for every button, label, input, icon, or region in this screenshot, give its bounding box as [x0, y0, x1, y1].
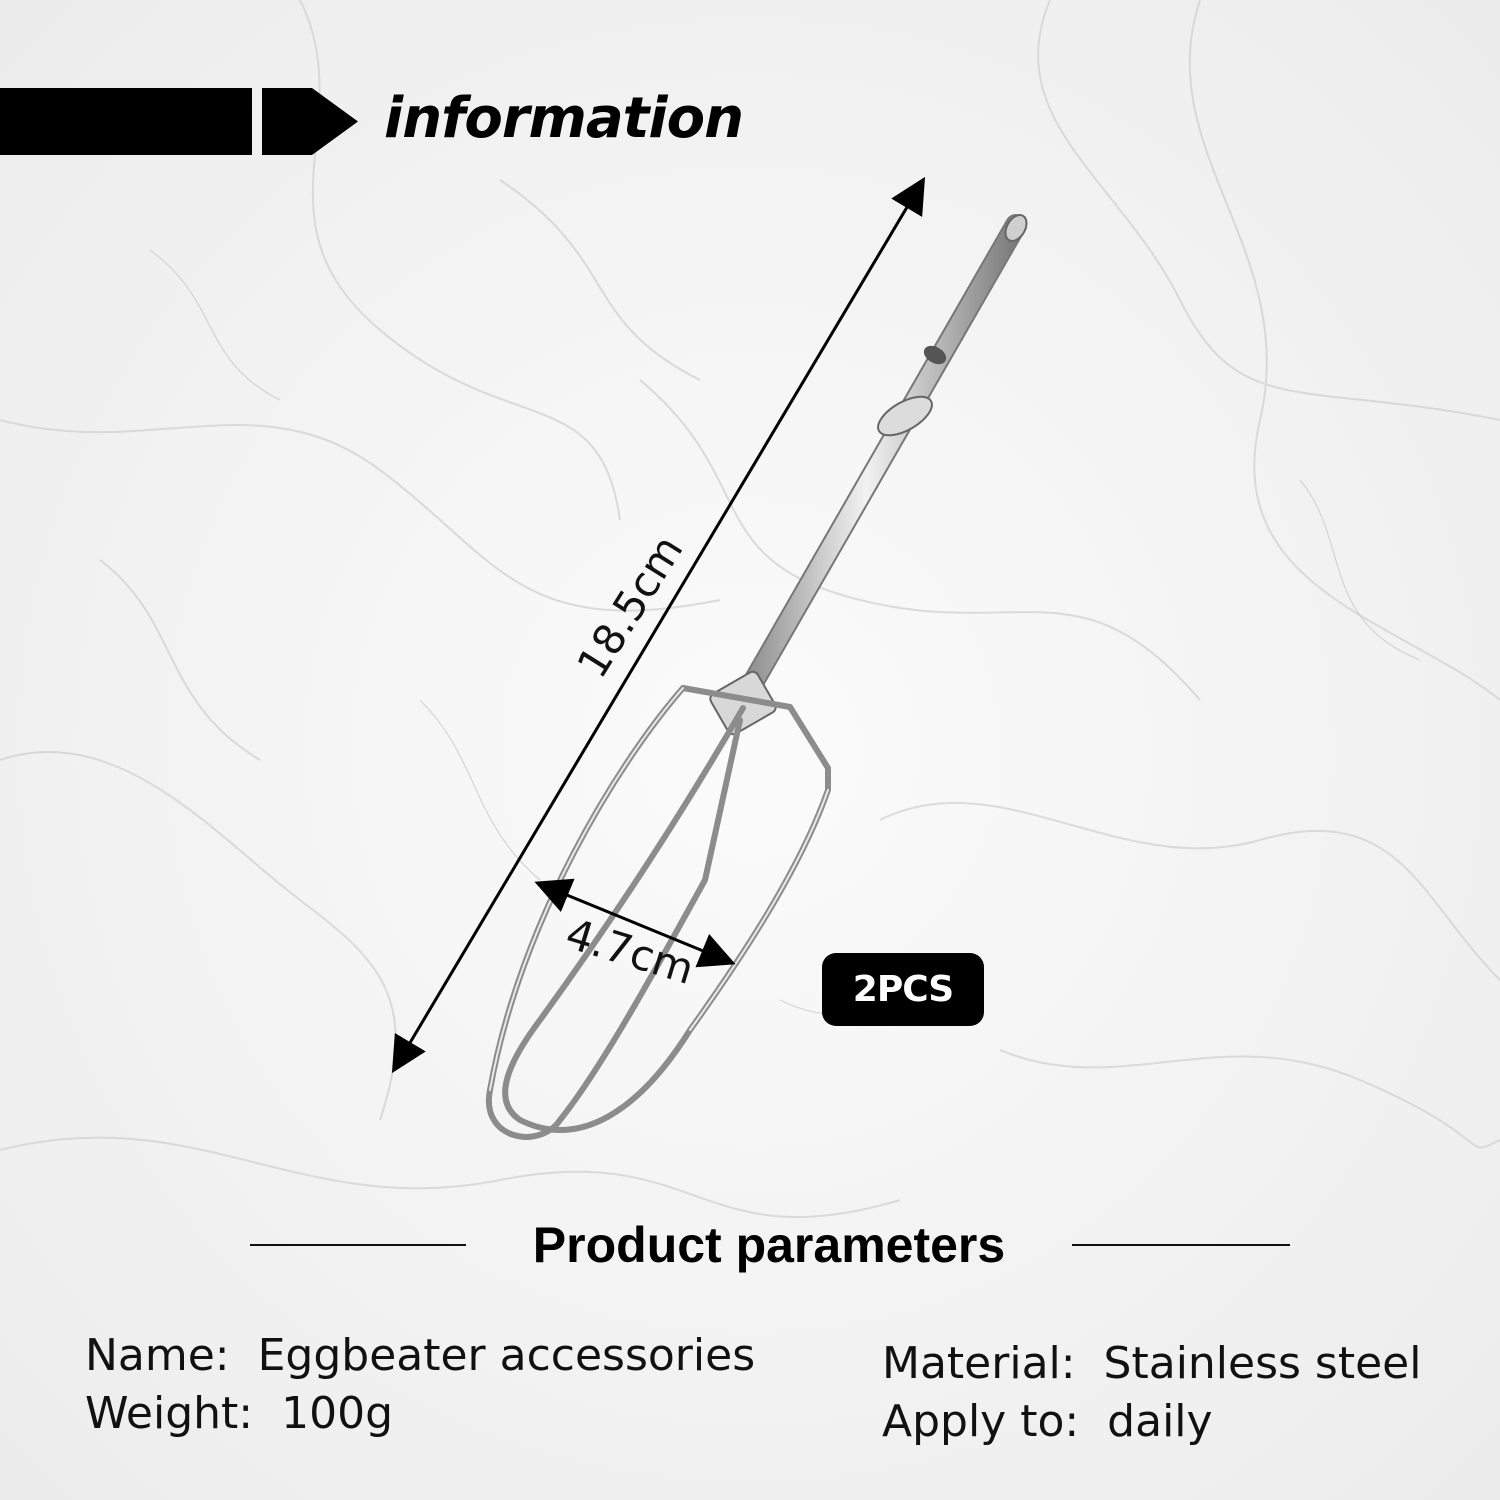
- section-title: Product parameters: [532, 1217, 1006, 1273]
- section-divider-right: [1072, 1244, 1290, 1246]
- header-arrow-icon: [262, 88, 358, 155]
- whisk-cage: [485, 685, 831, 1140]
- whisk-shaft: [709, 214, 1028, 736]
- quantity-badge: 2PCS: [822, 953, 984, 1026]
- section-divider-left: [250, 1244, 466, 1246]
- param-material: Material: Stainless steel: [882, 1338, 1422, 1389]
- param-name: Name: Eggbeater accessories: [85, 1330, 756, 1381]
- length-dimension-arrow: [391, 176, 926, 1074]
- header-bar: [0, 88, 252, 155]
- param-weight: Weight: 100g: [85, 1388, 393, 1439]
- header-title: information: [384, 86, 744, 151]
- width-dimension-arrow: [534, 878, 736, 968]
- param-apply-to: Apply to: daily: [882, 1396, 1213, 1447]
